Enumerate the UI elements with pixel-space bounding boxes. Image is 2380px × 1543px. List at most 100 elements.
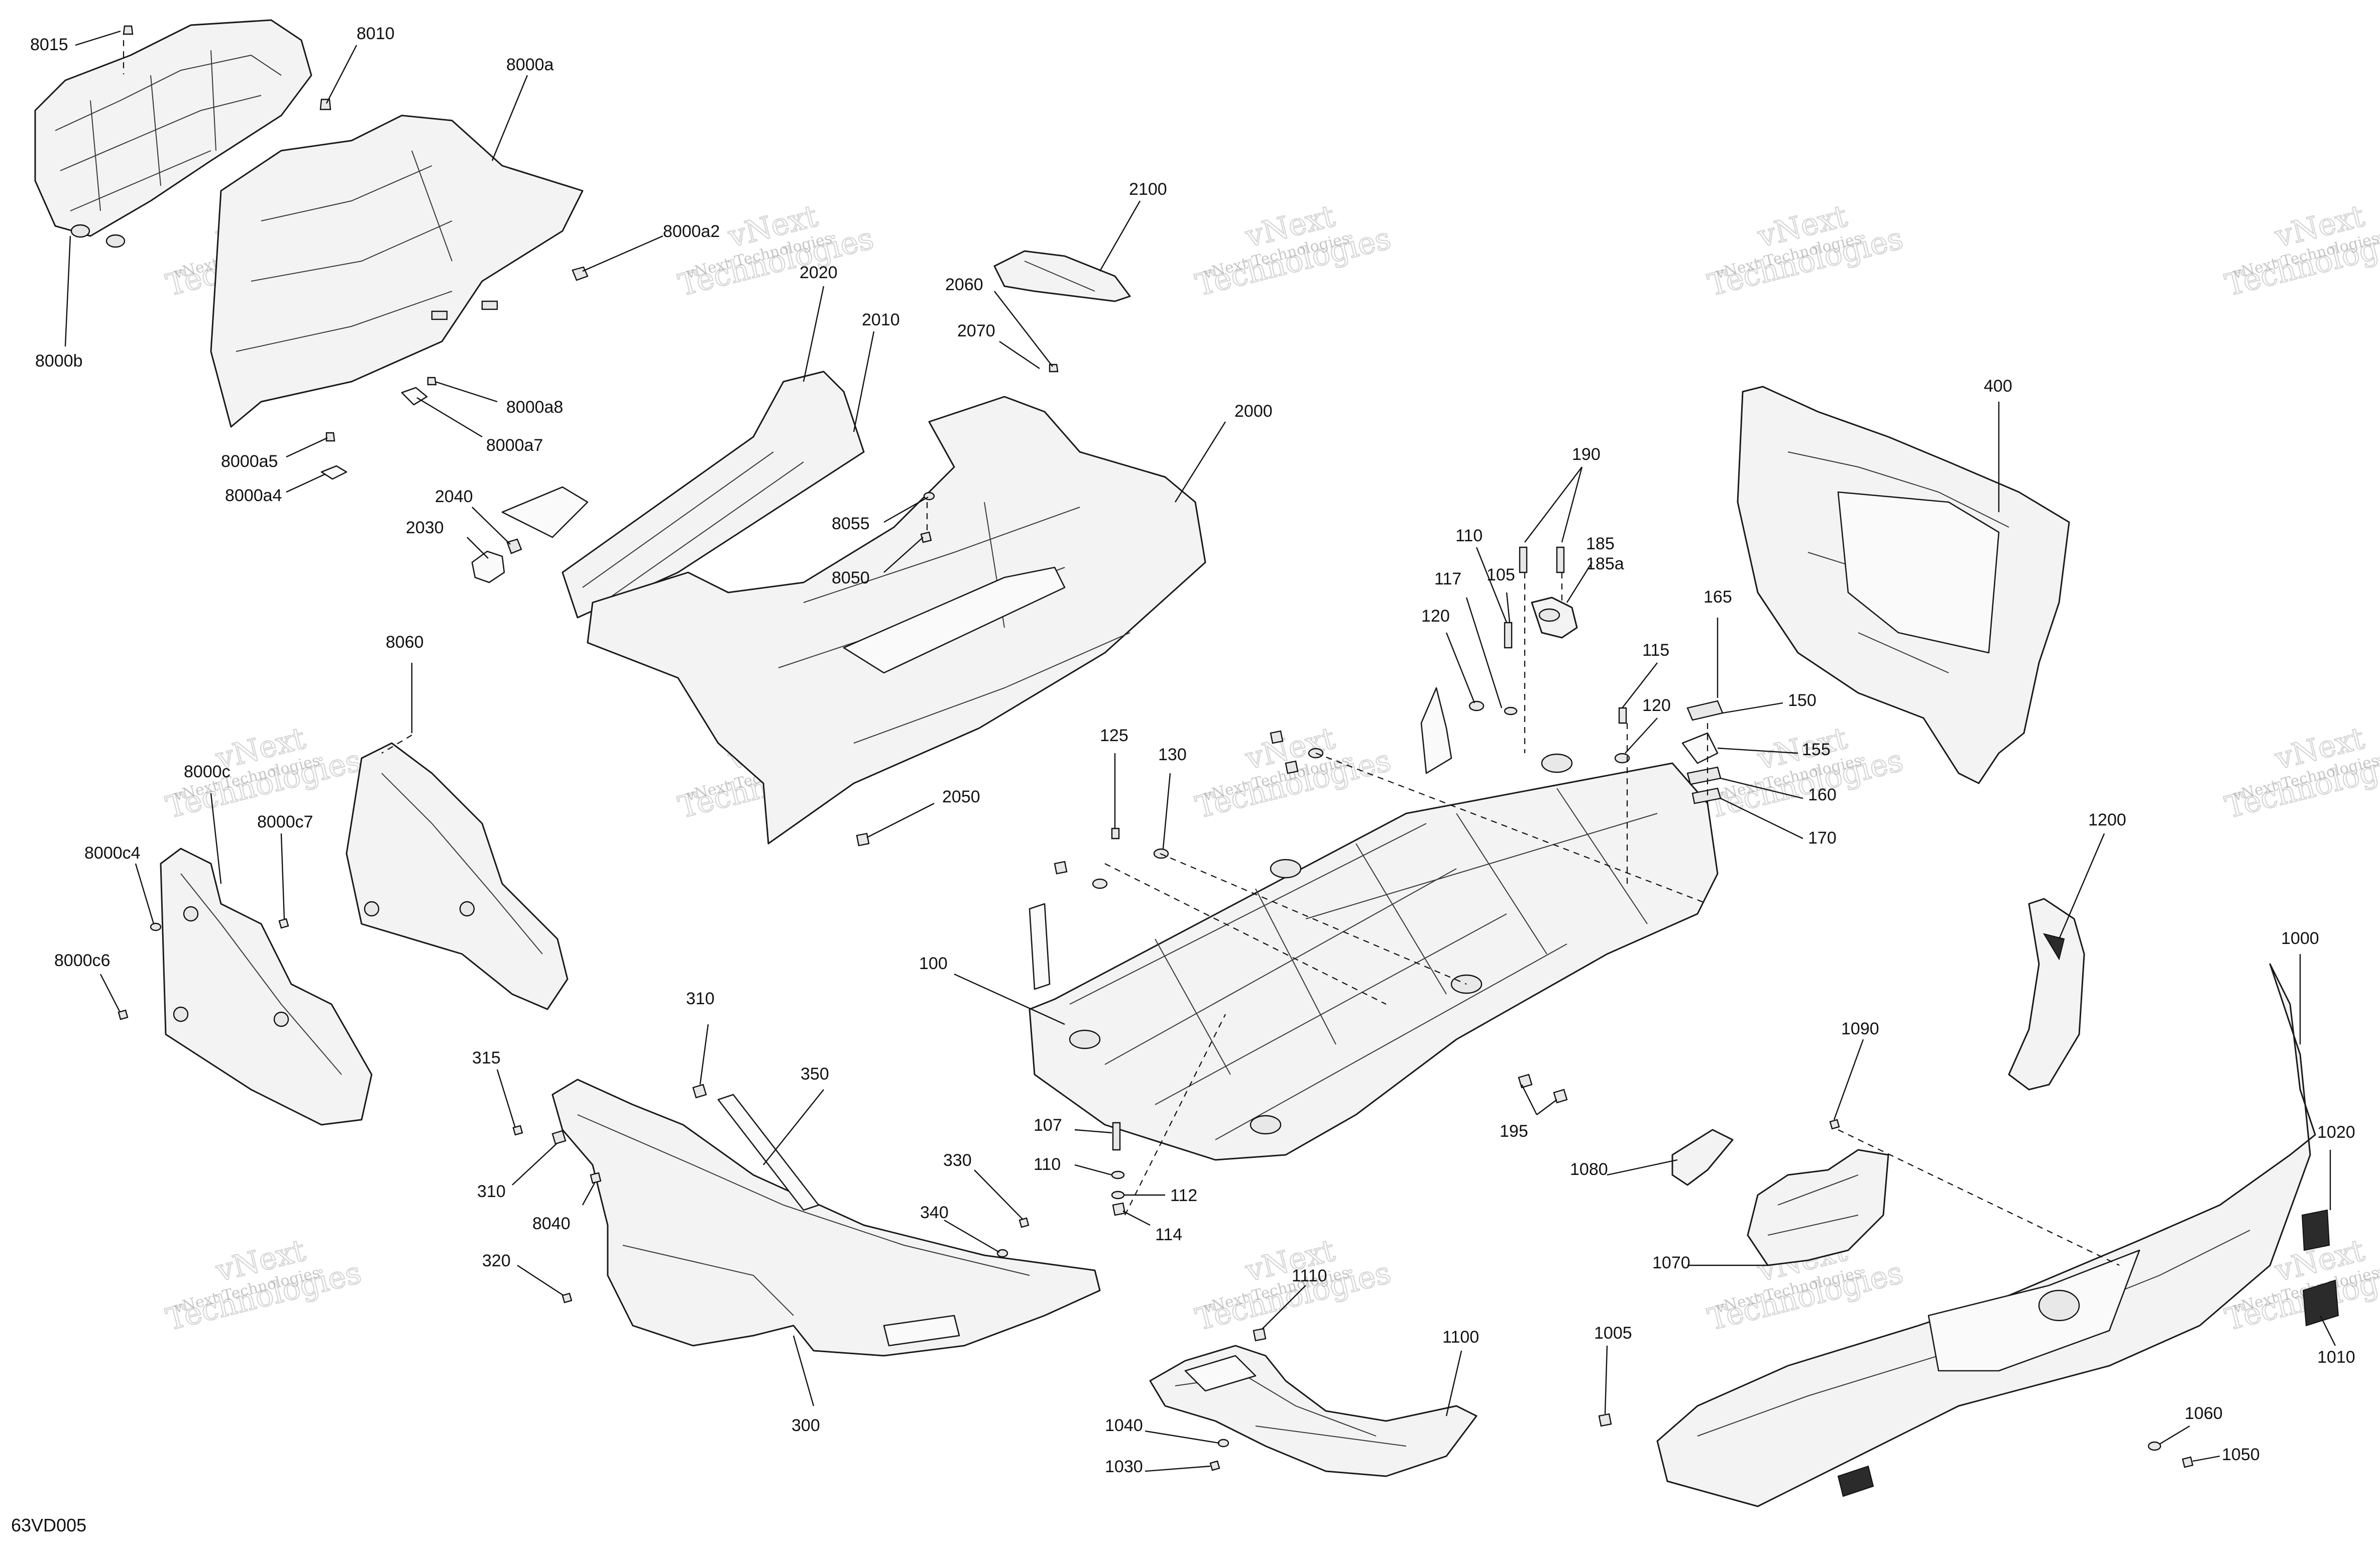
watermark-4: vNext Technologies vNext Technologies [1704,198,1907,304]
part-2070-screw [1049,364,1059,373]
parts [34,19,2339,1507]
part-8000b-dash-panel [34,19,312,248]
part-1020-grille [2301,1209,2330,1251]
label-8055: 8055 [832,514,870,533]
label-1110: 1110 [1292,1266,1327,1285]
label-320: 320 [482,1251,511,1270]
part-8000c7-clip [278,918,289,929]
part-1010-grille [2302,1279,2339,1327]
label-310-lower: 310 [477,1182,506,1201]
label-105: 105 [1487,565,1515,584]
leader-lines [64,30,2336,1472]
label-2100: 2100 [1129,180,1167,199]
label-120-right: 120 [1642,696,1671,715]
label-1100: 1100 [1442,1328,1479,1347]
label-350: 350 [801,1064,829,1084]
label-170: 170 [1808,828,1837,848]
part-1100-lower-panel [1149,1345,1478,1477]
label-8050: 8050 [832,568,870,587]
part-1080-cover [1671,1129,1734,1186]
label-195: 195 [1500,1122,1528,1141]
watermark-3: vNext Technologies vNext Technologies [1192,198,1395,304]
label-2020: 2020 [800,263,838,282]
label-2070: 2070 [957,321,995,340]
label-2050: 2050 [942,787,980,806]
label-2000: 2000 [1234,402,1273,421]
part-1050-screw [2182,1456,2194,1468]
watermark-13: vNext Technologies vNext Technologies [1192,1232,1395,1338]
part-8000c-side-panel [160,848,373,1126]
part-8050-nut [920,531,932,543]
label-115: 115 [1642,641,1669,660]
part-1040-washer [1217,1439,1229,1448]
watermark-2: vNext Technologies vNext Technologies [674,198,877,304]
part-8000c6-screw [118,1009,129,1020]
label-1020: 1020 [2317,1123,2355,1142]
part-1110-clip [1253,1328,1267,1342]
label-300: 300 [791,1416,820,1435]
watermark-9: vNext Technologies vNext Technologies [1704,720,1907,826]
diagram-code: 63VD005 [11,1515,86,1535]
label-112: 112 [1170,1186,1197,1205]
part-1200-panel [2008,898,2085,1091]
label-340: 340 [920,1203,949,1222]
part-310-clip-upper [692,1084,707,1099]
part-2000-center-console [587,396,1206,845]
part-310-clip-lower [551,1130,566,1145]
label-400: 400 [1984,377,2012,396]
label-8000a5: 8000a5 [221,452,278,471]
part-100-floor-tray [1029,687,1719,1161]
label-8000a2: 8000a2 [663,222,720,241]
label-2060: 2060 [945,275,983,294]
part-350-strip [717,1094,820,1211]
label-190: 190 [1572,445,1601,464]
label-1070: 1070 [1652,1253,1690,1272]
label-8000a4: 8000a4 [225,486,282,505]
label-8015: 8015 [30,35,68,54]
part-195-clips [1518,1074,1568,1104]
watermarks: vNext Technologies vNext Technologies vN… [162,198,2380,1338]
part-8060-side-panel [346,742,569,1010]
label-8000c: 8000c [184,762,231,781]
part-1030-screw [1209,1460,1220,1471]
part-300-lower-console [551,1079,1101,1357]
part-8000c4-washer [150,922,162,931]
label-310-upper: 310 [686,989,715,1008]
label-185: 185 [1586,534,1615,553]
part-1070-bracket [1747,1149,1889,1266]
part-340-washer [996,1249,1008,1258]
label-100: 100 [919,954,948,973]
label-8000c4: 8000c4 [84,844,141,863]
part-1060-washer [2147,1441,2162,1451]
part-2100-bracket [993,250,1131,302]
label-8010: 8010 [357,24,395,43]
label-114: 114 [1155,1225,1182,1244]
label-125: 125 [1100,726,1128,745]
part-8040-clip [590,1172,602,1184]
part-1090-screw [1829,1119,1840,1130]
part-1000-front-fascia [1656,963,2316,1507]
label-2010: 2010 [862,310,900,329]
label-110-upper: 110 [1455,526,1483,545]
label-8000b: 8000b [35,351,83,371]
label-1090: 1090 [1841,1019,1879,1038]
label-117: 117 [1434,569,1461,588]
label-185a: 185a [1586,554,1624,573]
part-400-right-side-panel [1737,386,2070,784]
part-315-screw [512,1125,523,1136]
label-8000a8: 8000a8 [506,398,563,417]
label-1060: 1060 [2185,1404,2223,1423]
label-160: 160 [1808,785,1837,804]
watermark-10: vNext Technologies vNext Technologies [2221,720,2380,826]
label-1050: 1050 [2222,1445,2260,1464]
label-110-lower: 110 [1034,1155,1061,1174]
part-number-labels: 8015 8010 8000a 8000b 8000a2 8000a8 8000… [30,24,2355,1476]
label-155: 155 [1802,740,1831,759]
part-1005-clip [1598,1413,1612,1427]
part-2030-plug [471,538,522,583]
label-8040: 8040 [532,1214,571,1233]
part-320-screw [561,1292,573,1303]
part-2050-screw [856,833,870,847]
label-1000: 1000 [2281,929,2319,948]
